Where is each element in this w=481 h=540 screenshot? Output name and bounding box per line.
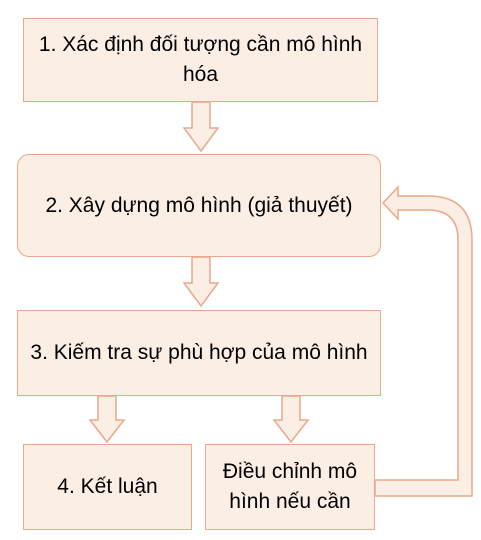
step-adjust-label: Điều chỉnh mô hình nếu cần	[222, 460, 358, 513]
step-test-box: 3. Kiếm tra sự phù hợp của mô hình	[17, 310, 381, 396]
arrow-build-to-test	[182, 256, 220, 308]
step-identify-label: 1. Xác định đối tượng cần mô hình hóa	[38, 33, 363, 86]
arrow-test-to-conclude	[88, 395, 126, 444]
step-build-box: 2. Xây dựng mô hình (giả thuyết)	[17, 154, 381, 257]
step-adjust-box: Điều chỉnh mô hình nếu cần	[205, 444, 375, 530]
arrow-identify-to-build	[182, 101, 220, 153]
step-build-label: 2. Xây dựng mô hình (giả thuyết)	[45, 193, 353, 217]
step-conclude-label: 4. Kết luận	[57, 475, 158, 498]
step-test-label: 3. Kiếm tra sự phù hợp của mô hình	[30, 341, 368, 364]
step-conclude-box: 4. Kết luận	[23, 444, 192, 530]
step-identify-box: 1. Xác định đối tượng cần mô hình hóa	[23, 18, 378, 102]
arrow-feedback-adjust-to-build	[374, 185, 473, 497]
arrow-test-to-adjust	[272, 395, 310, 444]
